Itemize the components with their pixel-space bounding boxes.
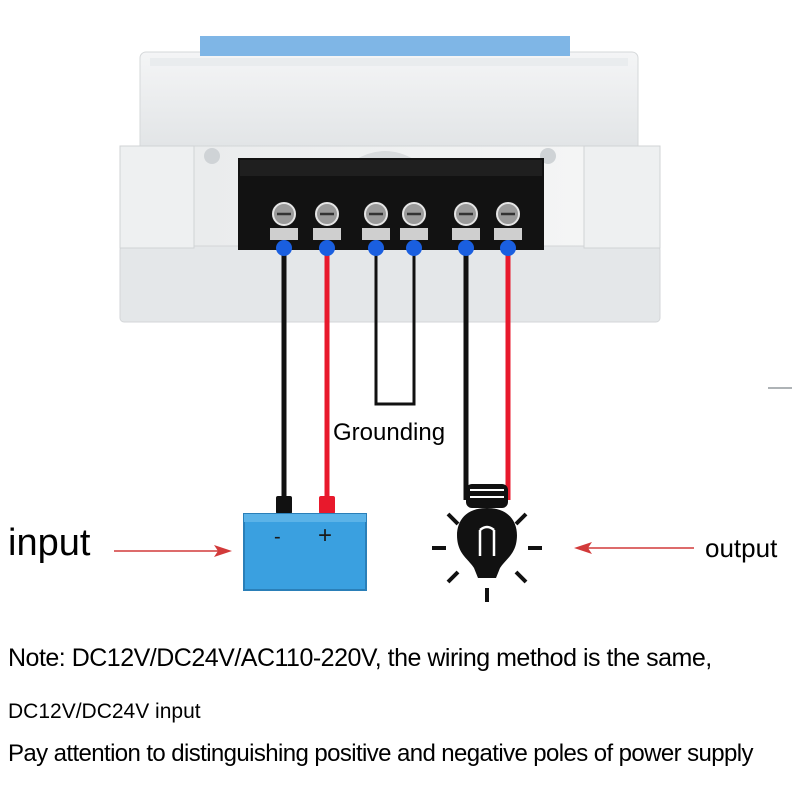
terminal-dot-1 <box>276 240 292 256</box>
input-label: input <box>8 522 91 564</box>
mounting-ear-right <box>583 145 661 249</box>
wiring <box>281 248 511 500</box>
note-line-3: Pay attention to distinguishing positive… <box>8 740 753 767</box>
battery-icon <box>243 496 367 591</box>
terminal-clamp-5 <box>452 228 480 240</box>
terminal-dot-2 <box>319 240 335 256</box>
terminal-clamp-4 <box>400 228 428 240</box>
light-bulb-icon <box>432 484 542 602</box>
terminal-clamp-2 <box>313 228 341 240</box>
display-panel-edge <box>200 36 570 56</box>
input-arrow <box>114 545 232 557</box>
terminal-dot-4 <box>406 240 422 256</box>
note-line-2: DC12V/DC24V input <box>8 700 201 723</box>
terminal-dots <box>276 240 516 256</box>
terminal-clamp-3 <box>362 228 390 240</box>
battery-negative-label: - <box>274 526 281 548</box>
mounting-ear-left <box>119 145 195 249</box>
mounting-hole-left <box>204 148 220 164</box>
terminal-dot-3 <box>368 240 384 256</box>
output-label: output <box>705 533 778 563</box>
output-arrow <box>574 542 694 554</box>
terminal-screws <box>270 202 522 240</box>
terminal-dot-5 <box>458 240 474 256</box>
grounding-label: Grounding <box>333 419 446 446</box>
terminal-clamp-6 <box>494 228 522 240</box>
terminal-dot-6 <box>500 240 516 256</box>
relay-module-housing <box>119 36 661 323</box>
wire-grounding-loop <box>374 248 416 406</box>
note-line-1: Note: DC12V/DC24V/AC110-220V, the wiring… <box>8 644 712 672</box>
battery-positive-label: + <box>318 522 333 549</box>
terminal-clamp-1 <box>270 228 298 240</box>
terminal-block <box>238 158 544 250</box>
